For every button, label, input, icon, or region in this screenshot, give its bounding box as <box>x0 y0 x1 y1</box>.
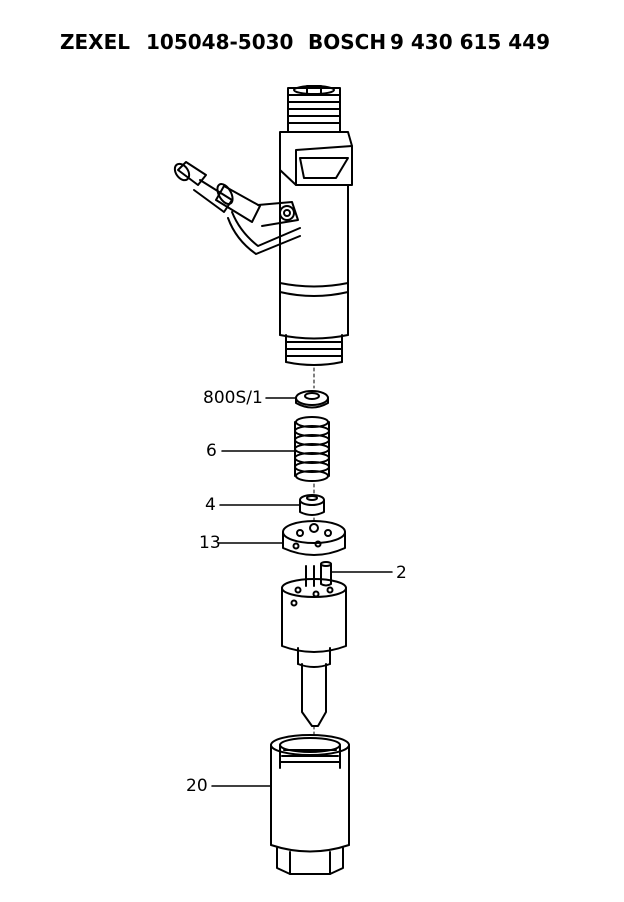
pressure-spring <box>294 416 330 482</box>
nozzle-retaining-nut <box>270 734 350 875</box>
diagram-header: ZEXEL 105048-5030 BOSCH 9 430 615 449 <box>60 30 580 60</box>
callout-6: 6 <box>206 441 217 461</box>
callout-20: 20 <box>186 776 208 796</box>
callout-13: 13 <box>199 533 221 553</box>
dowel-pin <box>320 561 332 587</box>
shim-washer-800s <box>295 390 329 409</box>
leak-off-banjo-fitting <box>173 161 301 255</box>
leader-lines <box>211 397 393 787</box>
brand-bosch: BOSCH <box>308 30 387 54</box>
spring-seat <box>299 494 325 516</box>
intermediate-plate <box>282 520 346 556</box>
callout-4: 4 <box>205 495 216 515</box>
injector-holder-body <box>279 85 353 366</box>
callout-800s: 800S/1 <box>203 388 263 408</box>
bosch-part-number: 9 430 615 449 <box>390 30 551 54</box>
callout-2: 2 <box>396 563 407 583</box>
zexel-part-number: 105048-5030 <box>146 30 294 54</box>
nozzle-body <box>281 565 347 727</box>
brand-zexel: ZEXEL <box>60 30 130 54</box>
